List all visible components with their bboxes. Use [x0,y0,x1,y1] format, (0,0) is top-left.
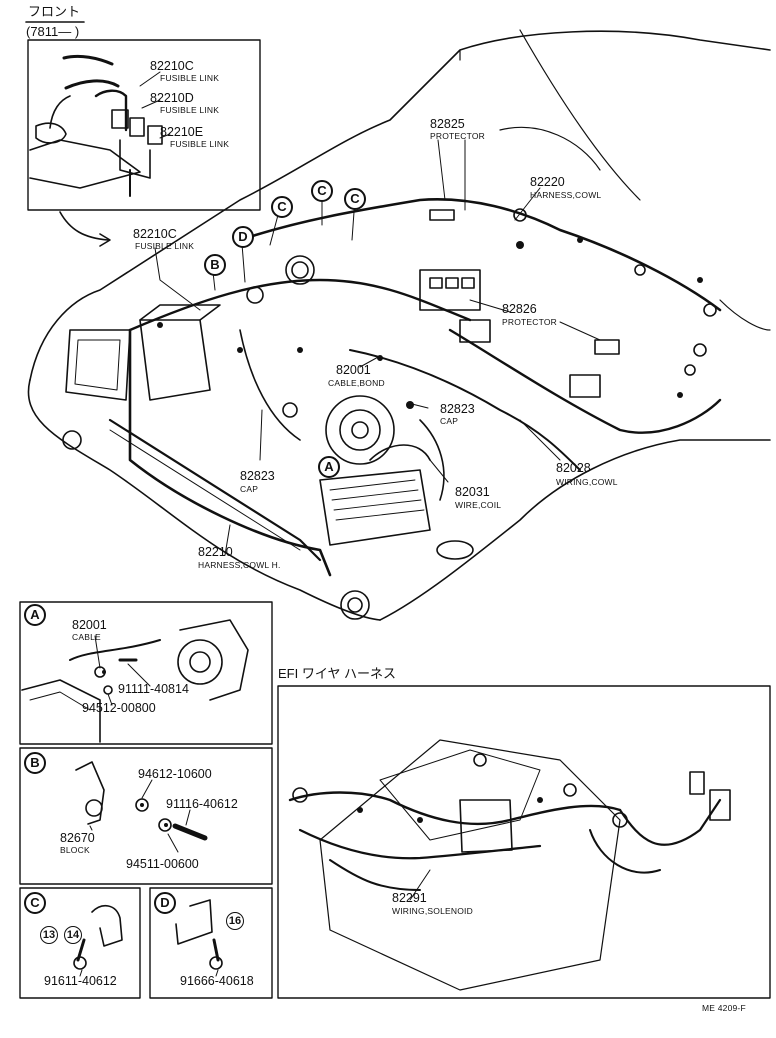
label-82001-part: 82001 [336,363,371,377]
detail-b-block-desc: BLOCK [60,845,90,855]
detail-c-ref-13: 13 [40,926,58,944]
label-82823-desc-left: CAP [240,484,259,494]
efi-solenoid-part: 82291 [392,891,427,905]
efi-title: EFI ワイヤ ハーネス [278,666,397,681]
callout-c-2: C [311,180,333,202]
detail-b-block-part: 82670 [60,831,95,845]
label-82210c-inset-part: 82210C [150,59,194,73]
callout-c-1: C [271,196,293,218]
label-82210e-part: 82210E [160,125,204,139]
label-82031-part: 82031 [455,485,490,499]
label-82210-part: 82210 [198,545,233,559]
label-82826-desc: PROTECTOR [502,317,558,327]
detail-d-key: D [154,892,176,914]
callout-c-3: C [344,188,366,210]
detail-a-key: A [24,604,46,626]
detail-a-washer: 94512-00800 [82,701,156,715]
label-82210c-desc: FUSIBLE LINK [135,241,195,251]
detail-c-key: C [24,892,46,914]
label-82210d-part: 82210D [150,91,194,105]
label-82210e-desc: FUSIBLE LINK [170,139,230,149]
label-82823-part-left: 82823 [240,469,275,483]
callout-d: D [232,226,254,248]
label-82825-part: 82825 [430,117,465,131]
detail-b-key: B [24,752,46,774]
detail-a-bolt: 91111-40814 [118,682,189,696]
detail-b-nut: 94511-00600 [126,857,199,871]
label-82031-desc: WIRE,COIL [455,500,502,510]
callout-b: B [204,254,226,276]
label-82220-part: 82220 [530,175,565,189]
label-82826-part: 82826 [502,302,537,316]
callout-a: A [318,456,340,478]
label-82210c-inset-desc: FUSIBLE LINK [160,73,220,83]
detail-a-cable-desc: CABLE [72,632,101,642]
date-range: (7811— ) [26,24,80,39]
detail-c-ref-14: 14 [64,926,82,944]
front-label: フロント [28,4,81,19]
detail-b-clamp: 94612-10600 [138,767,212,781]
label-82220-desc: HARNESS,COWL [530,190,602,200]
detail-a-cable-part: 82001 [72,618,107,632]
label-82028-desc: WIRING,COWL [556,477,618,487]
label-82825-desc: PROTECTOR [430,131,486,141]
detail-b-bolt: 91116-40612 [166,797,238,811]
label-82823-desc-right: CAP [440,416,459,426]
label-82001-desc: CABLE,BOND [328,378,385,388]
detail-c-bolt: 91611-40612 [44,974,117,988]
label-82210d-desc: FUSIBLE LINK [160,105,220,115]
label-82210-desc: HARNESS,COWL H. [198,560,281,570]
label-82028-part: 82028 [556,461,591,475]
efi-solenoid-desc: WIRING,SOLENOID [392,906,473,916]
label-82823-part-right: 82823 [440,402,475,416]
label-82210c-part: 82210C [133,227,177,241]
detail-d-bolt: 91666-40618 [180,974,254,988]
detail-d-ref-16: 16 [226,912,244,930]
footer-code: ME 4209-F [702,1003,746,1013]
